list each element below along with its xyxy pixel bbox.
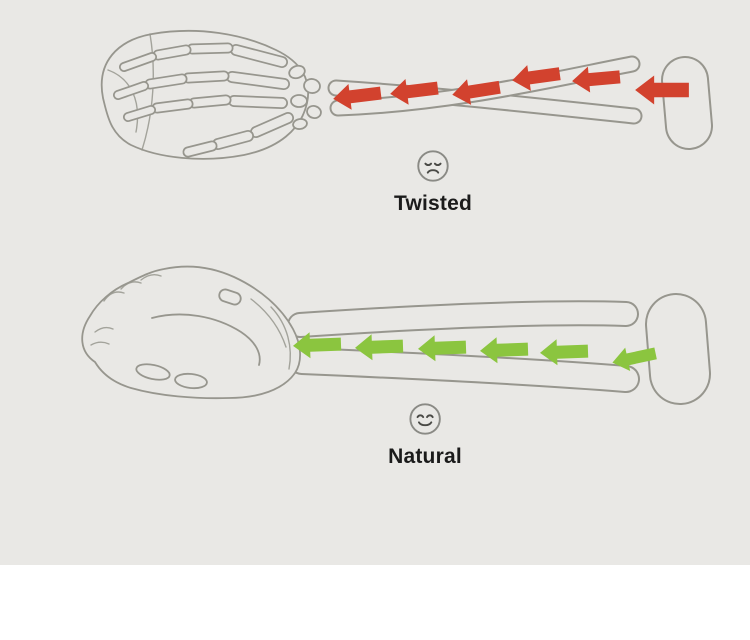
- twisted-caption: Twisted: [394, 147, 472, 216]
- natural-arm-illustration: [81, 265, 711, 405]
- carpal-bone: [290, 94, 308, 108]
- natural-label: Natural: [388, 445, 462, 468]
- carpal-bone: [306, 105, 322, 119]
- crossed-forearm-bones: [327, 55, 713, 150]
- vertical-mouse-hand-drawing: [81, 265, 301, 400]
- skeleton-hand-drawing: [113, 42, 322, 158]
- carpal-bone: [288, 64, 306, 80]
- happy-face-icon: [409, 403, 441, 435]
- mouse-button: [135, 363, 171, 381]
- carpal-bone: [292, 118, 308, 130]
- scroll-wheel: [218, 288, 242, 306]
- natural-caption: Natural: [388, 400, 462, 469]
- twisted-arm-illustration: [100, 29, 713, 160]
- sad-face-icon: [417, 150, 449, 182]
- parallel-forearm-bones: [287, 293, 711, 405]
- twisted-label: Twisted: [393, 192, 473, 215]
- carpal-bone: [303, 78, 321, 94]
- mouse-button: [174, 372, 208, 390]
